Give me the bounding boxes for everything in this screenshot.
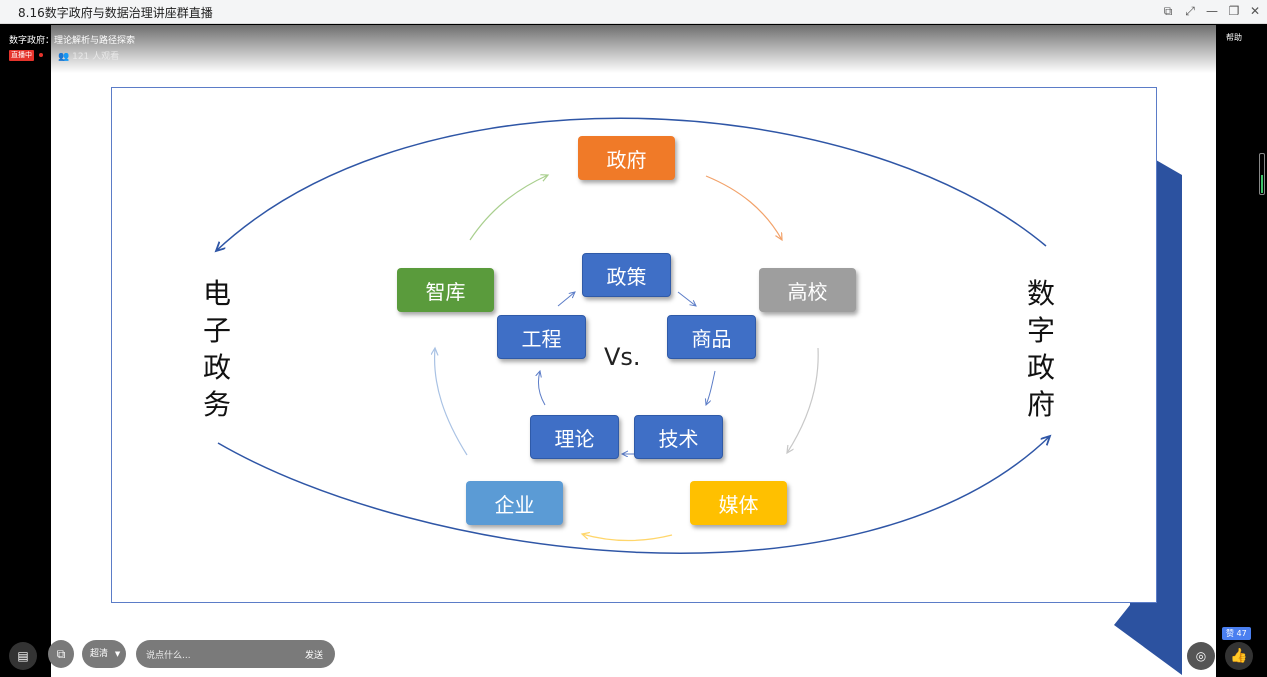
chevron-down-icon: ▼ [114,650,121,658]
like-button[interactable]: 👍 [1225,642,1253,670]
bottom-arc-arrow [217,436,1050,554]
volume-indicator[interactable] [1259,153,1265,195]
chat-input-placeholder: 说点什么... [146,651,191,661]
arrow-govt-to-university [705,175,782,240]
close-icon[interactable]: ✕ [1249,4,1261,18]
left-label-char: 电 [202,277,231,310]
right-vertical-label: 数 字 政 府 [1025,275,1057,423]
box-technology-label: 技术 [658,426,699,451]
right-label-char: 字 [1026,314,1055,347]
box-technology: 技术 [634,415,723,459]
left-vertical-label: 电 子 政 务 [201,275,233,423]
live-title: 数字政府：理论解析与路径探索 [9,36,136,46]
box-media: 媒体 [690,481,787,525]
arrow-university-to-media [787,347,819,453]
arrow-media-to-enterprise [582,534,673,542]
box-policy: 政策 [582,253,671,297]
chat-input[interactable]: 说点什么... 发送 [136,640,335,668]
left-label-char: 子 [202,314,231,347]
top-shade [51,25,1216,73]
window-title: 8.16数字政府与数据治理讲座群直播 [18,6,213,20]
box-government-label: 政府 [606,147,647,172]
box-government: 政府 [578,136,675,180]
box-enterprise: 企业 [466,481,563,525]
top-arc-arrow [216,117,1047,251]
viewer-count-text: 121 人观看 [72,52,120,62]
right-label-char: 数 [1026,277,1055,310]
viewer-count: 👥 121 人观看 [58,49,119,62]
center-vs-label: Vs. [604,343,641,371]
left-black-strip [0,25,51,677]
right-black-strip [1216,25,1267,677]
live-dot [39,53,43,57]
box-think-tank-label: 智库 [425,279,466,304]
share-button[interactable]: ◎ [1187,642,1215,670]
arrow-theory-to-engineering [538,371,546,406]
box-media-label: 媒体 [718,492,759,517]
box-university: 高校 [759,268,856,312]
box-think-tank: 智库 [397,268,494,312]
expand-icon[interactable]: ⤢ [1185,4,1195,18]
box-theory-label: 理论 [554,426,595,451]
arrow-commodity-to-technology [706,370,716,405]
arrow-engineering-to-policy [557,292,575,307]
pin-icon[interactable]: ⧉ [1163,4,1173,18]
help-link[interactable]: 帮助 [1226,33,1242,42]
right-label-char: 府 [1026,388,1055,421]
minimize-icon[interactable]: — [1206,4,1218,18]
quality-label: 超清 [90,649,109,659]
thumbs-up-icon: 👍 [1230,648,1248,664]
arrow-enterprise-to-thinktank [435,348,468,456]
box-engineering: 工程 [497,315,586,359]
restore-icon[interactable]: ❐ [1228,4,1240,18]
arrow-thinktank-to-govt [469,175,548,241]
box-university-label: 高校 [787,279,828,304]
share-icon: ◎ [1195,649,1207,663]
box-commodity: 商品 [667,315,756,359]
quality-select[interactable]: 超清 ▼ [82,640,126,668]
arrow-policy-to-commodity [677,291,696,306]
box-enterprise-label: 企业 [494,492,535,517]
window-titlebar: 8.16数字政府与数据治理讲座群直播 ⧉ ⤢ — ❐ ✕ [0,0,1267,24]
popout-icon: ⧉ [56,647,66,661]
right-label-char: 政 [1026,351,1055,384]
box-commodity-label: 商品 [691,326,732,351]
box-policy-label: 政策 [606,264,647,289]
left-label-char: 务 [202,388,231,421]
box-engineering-label: 工程 [521,326,562,351]
danmaku-toggle-button[interactable]: ▤ [9,642,37,670]
popout-button[interactable]: ⧉ [48,640,74,668]
viewers-icon: 👥 [58,52,70,62]
box-theory: 理论 [530,415,619,459]
send-button[interactable]: 发送 [304,651,323,661]
like-count-badge: 赞 47 [1222,627,1251,640]
danmaku-icon: ▤ [17,649,29,663]
left-label-char: 政 [202,351,231,384]
live-status-badge: 直播中 [9,50,34,61]
